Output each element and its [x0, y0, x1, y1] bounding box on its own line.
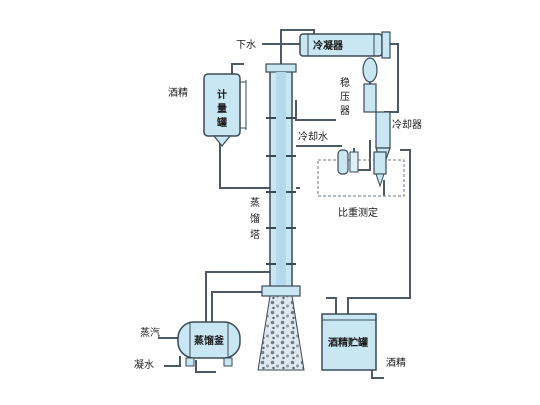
- packed-bed: [257, 295, 305, 371]
- splitter-label-2: 压: [340, 91, 350, 103]
- metering-label-3: 罐: [216, 116, 227, 129]
- splitter-label-1: 稳: [340, 76, 350, 89]
- pipes: [158, 29, 411, 379]
- splitter-label-3: 器: [340, 105, 350, 117]
- reflux-return-pipe: [295, 100, 336, 121]
- meter-frame: [317, 159, 405, 197]
- condenser-outlet-pipe: [384, 43, 399, 113]
- storage-tank: [321, 313, 377, 371]
- condenser: [299, 31, 391, 59]
- column-label-2: 馏: [250, 212, 260, 225]
- still-drain-pipe: [195, 360, 216, 373]
- still-label: 蒸馏釜: [194, 334, 225, 347]
- metering-label-2: 量: [217, 102, 227, 115]
- product-pipe: [347, 149, 411, 314]
- condensate-label: 凝水: [134, 359, 154, 371]
- feed-vent-pipe: [231, 63, 244, 74]
- alcohol-feed-label: 酒精: [168, 86, 188, 99]
- still: [177, 321, 241, 367]
- gravity-instruments: [337, 149, 387, 188]
- condensate-pipe: [164, 356, 181, 367]
- metering-to-column-pipe: [219, 140, 272, 189]
- column-label-1: 蒸: [250, 197, 260, 209]
- distillation-column: [261, 63, 301, 310]
- cooler-label: 冷却器: [392, 118, 422, 131]
- still-return-pipe: [211, 291, 262, 332]
- storage-label: 酒精贮罐: [328, 336, 368, 349]
- still-vapor-pipe: [205, 271, 270, 322]
- alcohol-out-label: 酒精: [386, 356, 406, 369]
- column-label-3: 塔: [250, 228, 260, 241]
- condenser-label: 冷凝器: [313, 39, 344, 52]
- storage-vent-pipe: [326, 297, 337, 314]
- cooling-water-in-label: 下水: [236, 39, 256, 51]
- metering-tank: [203, 73, 247, 147]
- reflux-splitter: [362, 57, 378, 113]
- cooling-water-label: 冷却水: [298, 130, 328, 143]
- steam-label: 蒸汽: [140, 326, 160, 339]
- gravity-meter-label: 比重测定: [338, 206, 378, 219]
- storage-outlet-pipe: [371, 368, 384, 379]
- metering-label-1: 计: [217, 88, 227, 101]
